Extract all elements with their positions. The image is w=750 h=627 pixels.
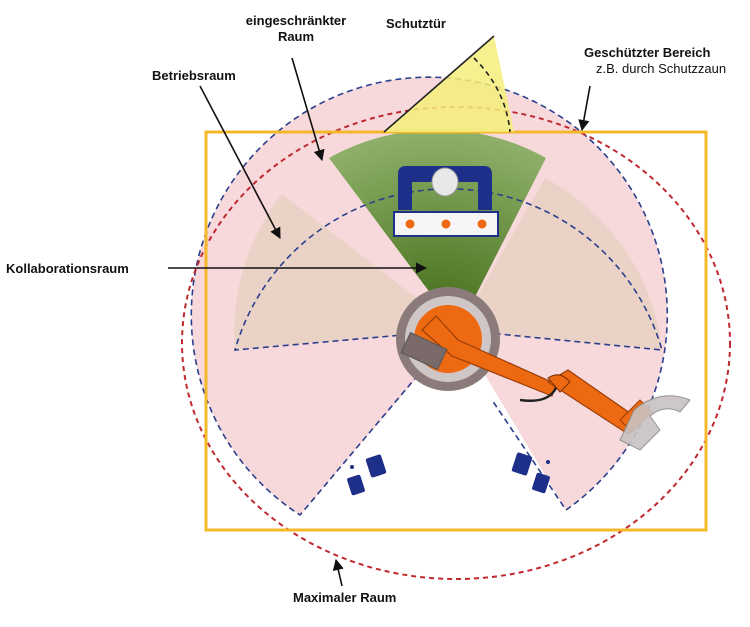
arrow-protected-area	[578, 85, 591, 132]
label-protected-area-note: z.B. durch Schutzzaun	[596, 61, 727, 76]
safety-door-icon	[383, 35, 514, 133]
maximum-space-outline	[181, 106, 731, 580]
restricted-space-outer-outline	[190, 76, 669, 517]
arrow-restricted-space	[291, 57, 325, 162]
label-maximum-space: Maximaler Raum	[293, 590, 397, 605]
label-operating-space: Betriebsraum	[152, 68, 236, 83]
arrow-operating-space	[199, 85, 281, 239]
label-collaboration-space: Kollaborationsraum	[6, 261, 129, 276]
label-safety-door: Schutztür	[386, 16, 446, 31]
sensor-icon-left	[347, 454, 387, 496]
label-restricted-space: eingeschränkter Raum	[236, 13, 356, 45]
sensor-icon-right	[511, 452, 550, 494]
label-protected-area-title: Geschützter Bereich	[584, 45, 711, 60]
operating-zone-left	[234, 194, 458, 350]
label-restricted-space-line1: eingeschränkter	[245, 13, 347, 28]
robot-gripper-icon	[619, 395, 691, 451]
arrow-maximum-space	[332, 558, 344, 587]
operating-zone-right	[458, 178, 662, 350]
gripper-icon	[398, 166, 492, 210]
label-protected-area: Geschützter Bereich z.B. durch Schutzzau…	[584, 45, 726, 77]
label-restricted-space-line2: Raum	[277, 29, 315, 44]
workpiece-tray-icon	[393, 211, 499, 237]
